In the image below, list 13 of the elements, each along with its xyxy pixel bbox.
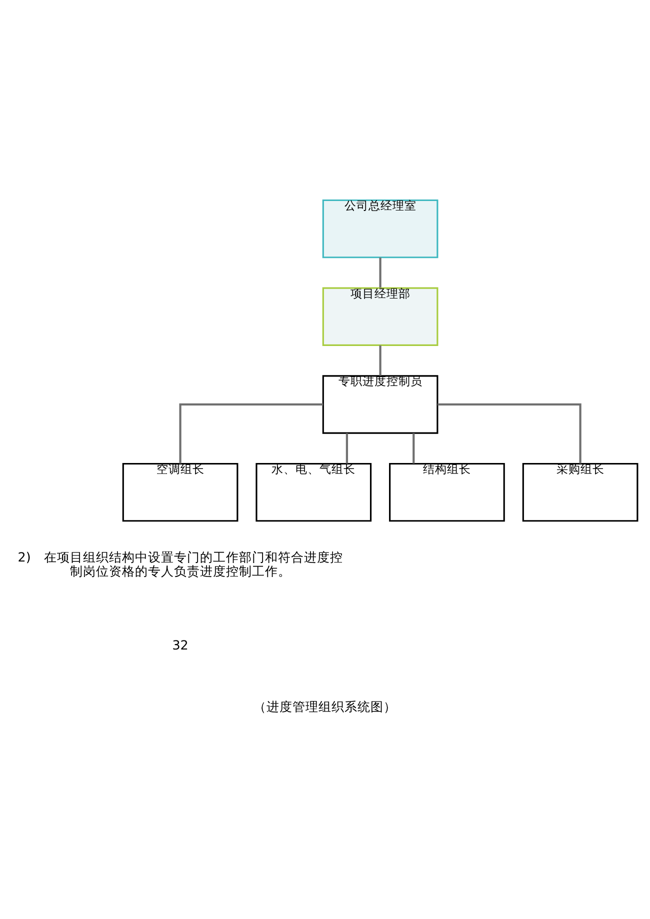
label: 32 xyxy=(172,638,188,653)
label: 2) 在项目组织结构中设置专门的工作部门和符合进度控制岗位资格的专人负责进度控制工作。 xyxy=(18,550,343,578)
node-box: 项目经理部 xyxy=(322,287,438,346)
connector xyxy=(412,433,415,464)
connector xyxy=(179,403,323,464)
connector xyxy=(379,258,382,288)
connector xyxy=(438,403,582,464)
connector xyxy=(379,345,382,376)
node-box: 公司总经理室 xyxy=(322,199,438,258)
caption: （进度管理组织系统图） xyxy=(254,698,396,714)
connector xyxy=(346,433,348,464)
node-box: 结构组长 xyxy=(389,462,505,522)
node-box: 水、电、气组长 xyxy=(256,462,372,522)
